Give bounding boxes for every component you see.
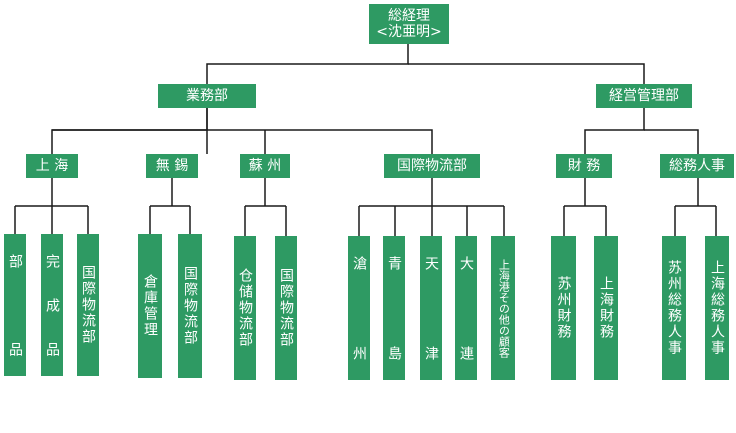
node-shanghai-zaimu-label: 上海財務 — [598, 276, 615, 340]
label-char: 品 — [7, 342, 24, 356]
label-char: 成 — [44, 298, 61, 312]
node-suzhou-soko: 仓储物流部 — [234, 236, 256, 380]
node-suzhou-soko-label: 仓储物流部 — [237, 268, 254, 348]
node-shanghai-somu: 上海総務人事 — [705, 236, 729, 380]
label-char: 滄 — [351, 256, 368, 270]
node-cangzhou-label: 滄州 — [351, 240, 367, 376]
node-shanghai-port-other-label: 上海港その他の顧客 — [497, 258, 511, 358]
label-char: 連 — [458, 346, 475, 360]
node-shanghai-port-other: 上海港その他の顧客 — [491, 236, 515, 380]
node-qingdao: 青島 — [383, 236, 405, 380]
node-wuxi: 無 錫 — [146, 154, 198, 178]
node-wuxi-kokusai: 国際物流部 — [178, 234, 202, 378]
label-char: 島 — [386, 346, 403, 360]
node-shanghai: 上 海 — [26, 154, 78, 178]
label-char: 津 — [423, 346, 440, 360]
node-soko-kanri: 倉庫管理 — [138, 234, 162, 378]
node-suzhou-zaimu-label: 苏州財務 — [555, 276, 572, 340]
node-kanseihin-label: 完成品 — [44, 238, 60, 372]
node-buhin-label: 部品 — [7, 238, 23, 372]
node-general-manager-title: 総経理 — [388, 7, 430, 24]
node-kanseihin: 完成品 — [41, 234, 63, 376]
node-suzhou-label: 蘇 州 — [248, 157, 282, 174]
label-char: 部 — [7, 254, 24, 268]
node-suzhou-kokusai-label: 国際物流部 — [278, 268, 295, 348]
node-gyomu: 業務部 — [158, 84, 256, 108]
node-kokusai: 国際物流部 — [384, 154, 480, 178]
label-char: 品 — [44, 342, 61, 356]
label-char: 大 — [458, 256, 475, 270]
node-dalian: 大連 — [455, 236, 477, 380]
node-gyomu-label: 業務部 — [186, 87, 228, 104]
node-general-manager: 総経理 <沈亜明> — [369, 4, 449, 44]
node-suzhou-somu-label: 苏州総務人事 — [666, 260, 683, 356]
node-kokusai-label: 国際物流部 — [397, 157, 467, 174]
node-soko-kanri-label: 倉庫管理 — [142, 274, 159, 338]
node-shanghai-zaimu: 上海財務 — [594, 236, 618, 380]
node-qingdao-label: 青島 — [386, 240, 402, 376]
node-somu: 総務人事 — [660, 154, 734, 178]
node-suzhou-zaimu: 苏州財務 — [551, 236, 576, 380]
node-suzhou-kokusai: 国際物流部 — [275, 236, 297, 380]
node-general-manager-name: <沈亜明> — [376, 24, 442, 40]
node-shanghai-label: 上 海 — [35, 157, 69, 174]
node-wuxi-label: 無 錫 — [155, 157, 189, 174]
node-shanghai-kokusai: 国際物流部 — [77, 234, 99, 376]
node-buhin: 部品 — [4, 234, 26, 376]
node-somu-label: 総務人事 — [669, 157, 725, 174]
node-wuxi-kokusai-label: 国際物流部 — [182, 266, 199, 346]
node-keiei-label: 経営管理部 — [609, 87, 679, 104]
label-char: 完 — [44, 254, 61, 268]
label-char: 天 — [423, 256, 440, 270]
node-suzhou: 蘇 州 — [240, 154, 290, 178]
label-char: 青 — [386, 256, 403, 270]
node-keiei: 経営管理部 — [596, 84, 692, 108]
node-dalian-label: 大連 — [458, 240, 474, 376]
node-suzhou-somu: 苏州総務人事 — [662, 236, 686, 380]
node-zaimu-label: 財 務 — [567, 157, 601, 174]
node-shanghai-somu-label: 上海総務人事 — [709, 260, 726, 356]
node-shanghai-kokusai-label: 国際物流部 — [80, 265, 97, 345]
node-zaimu: 財 務 — [556, 154, 612, 178]
node-tianjin: 天津 — [420, 236, 442, 380]
node-cangzhou: 滄州 — [348, 236, 370, 380]
node-tianjin-label: 天津 — [423, 240, 439, 376]
label-char: 州 — [351, 346, 368, 360]
